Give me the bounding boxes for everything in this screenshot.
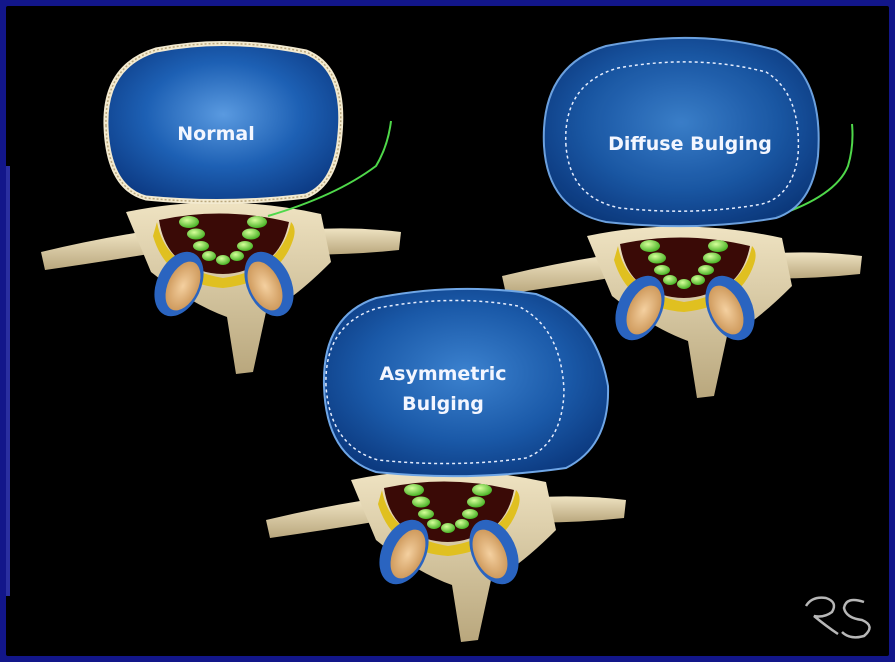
asymmetric-vertebra [266, 470, 626, 642]
disc-bulging-diagram: Normal Diffuse Bulging Asymmetric Bulgin… [6, 6, 889, 656]
label-diffuse-bulging: Diffuse Bulging [608, 133, 772, 155]
label-asymmetric: Asymmetric [379, 363, 506, 385]
slide-panel: Normal Diffuse Bulging Asymmetric Bulgin… [6, 6, 889, 656]
asymmetric-bulging-figure: Asymmetric Bulging [266, 289, 626, 642]
label-normal: Normal [177, 123, 254, 145]
label-bulging: Bulging [402, 393, 484, 415]
left-edge-strip [6, 166, 10, 596]
rs-logo: RS [806, 598, 870, 638]
